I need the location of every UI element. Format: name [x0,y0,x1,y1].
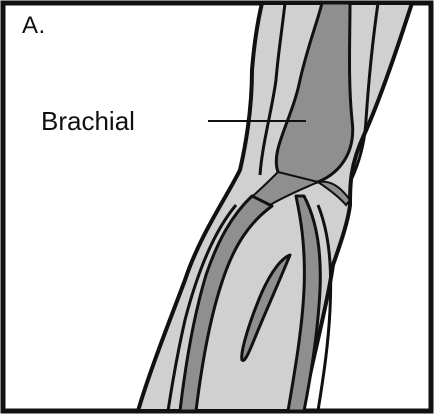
brachial-label: Brachial [41,106,135,137]
panel-label: A. [22,12,46,40]
